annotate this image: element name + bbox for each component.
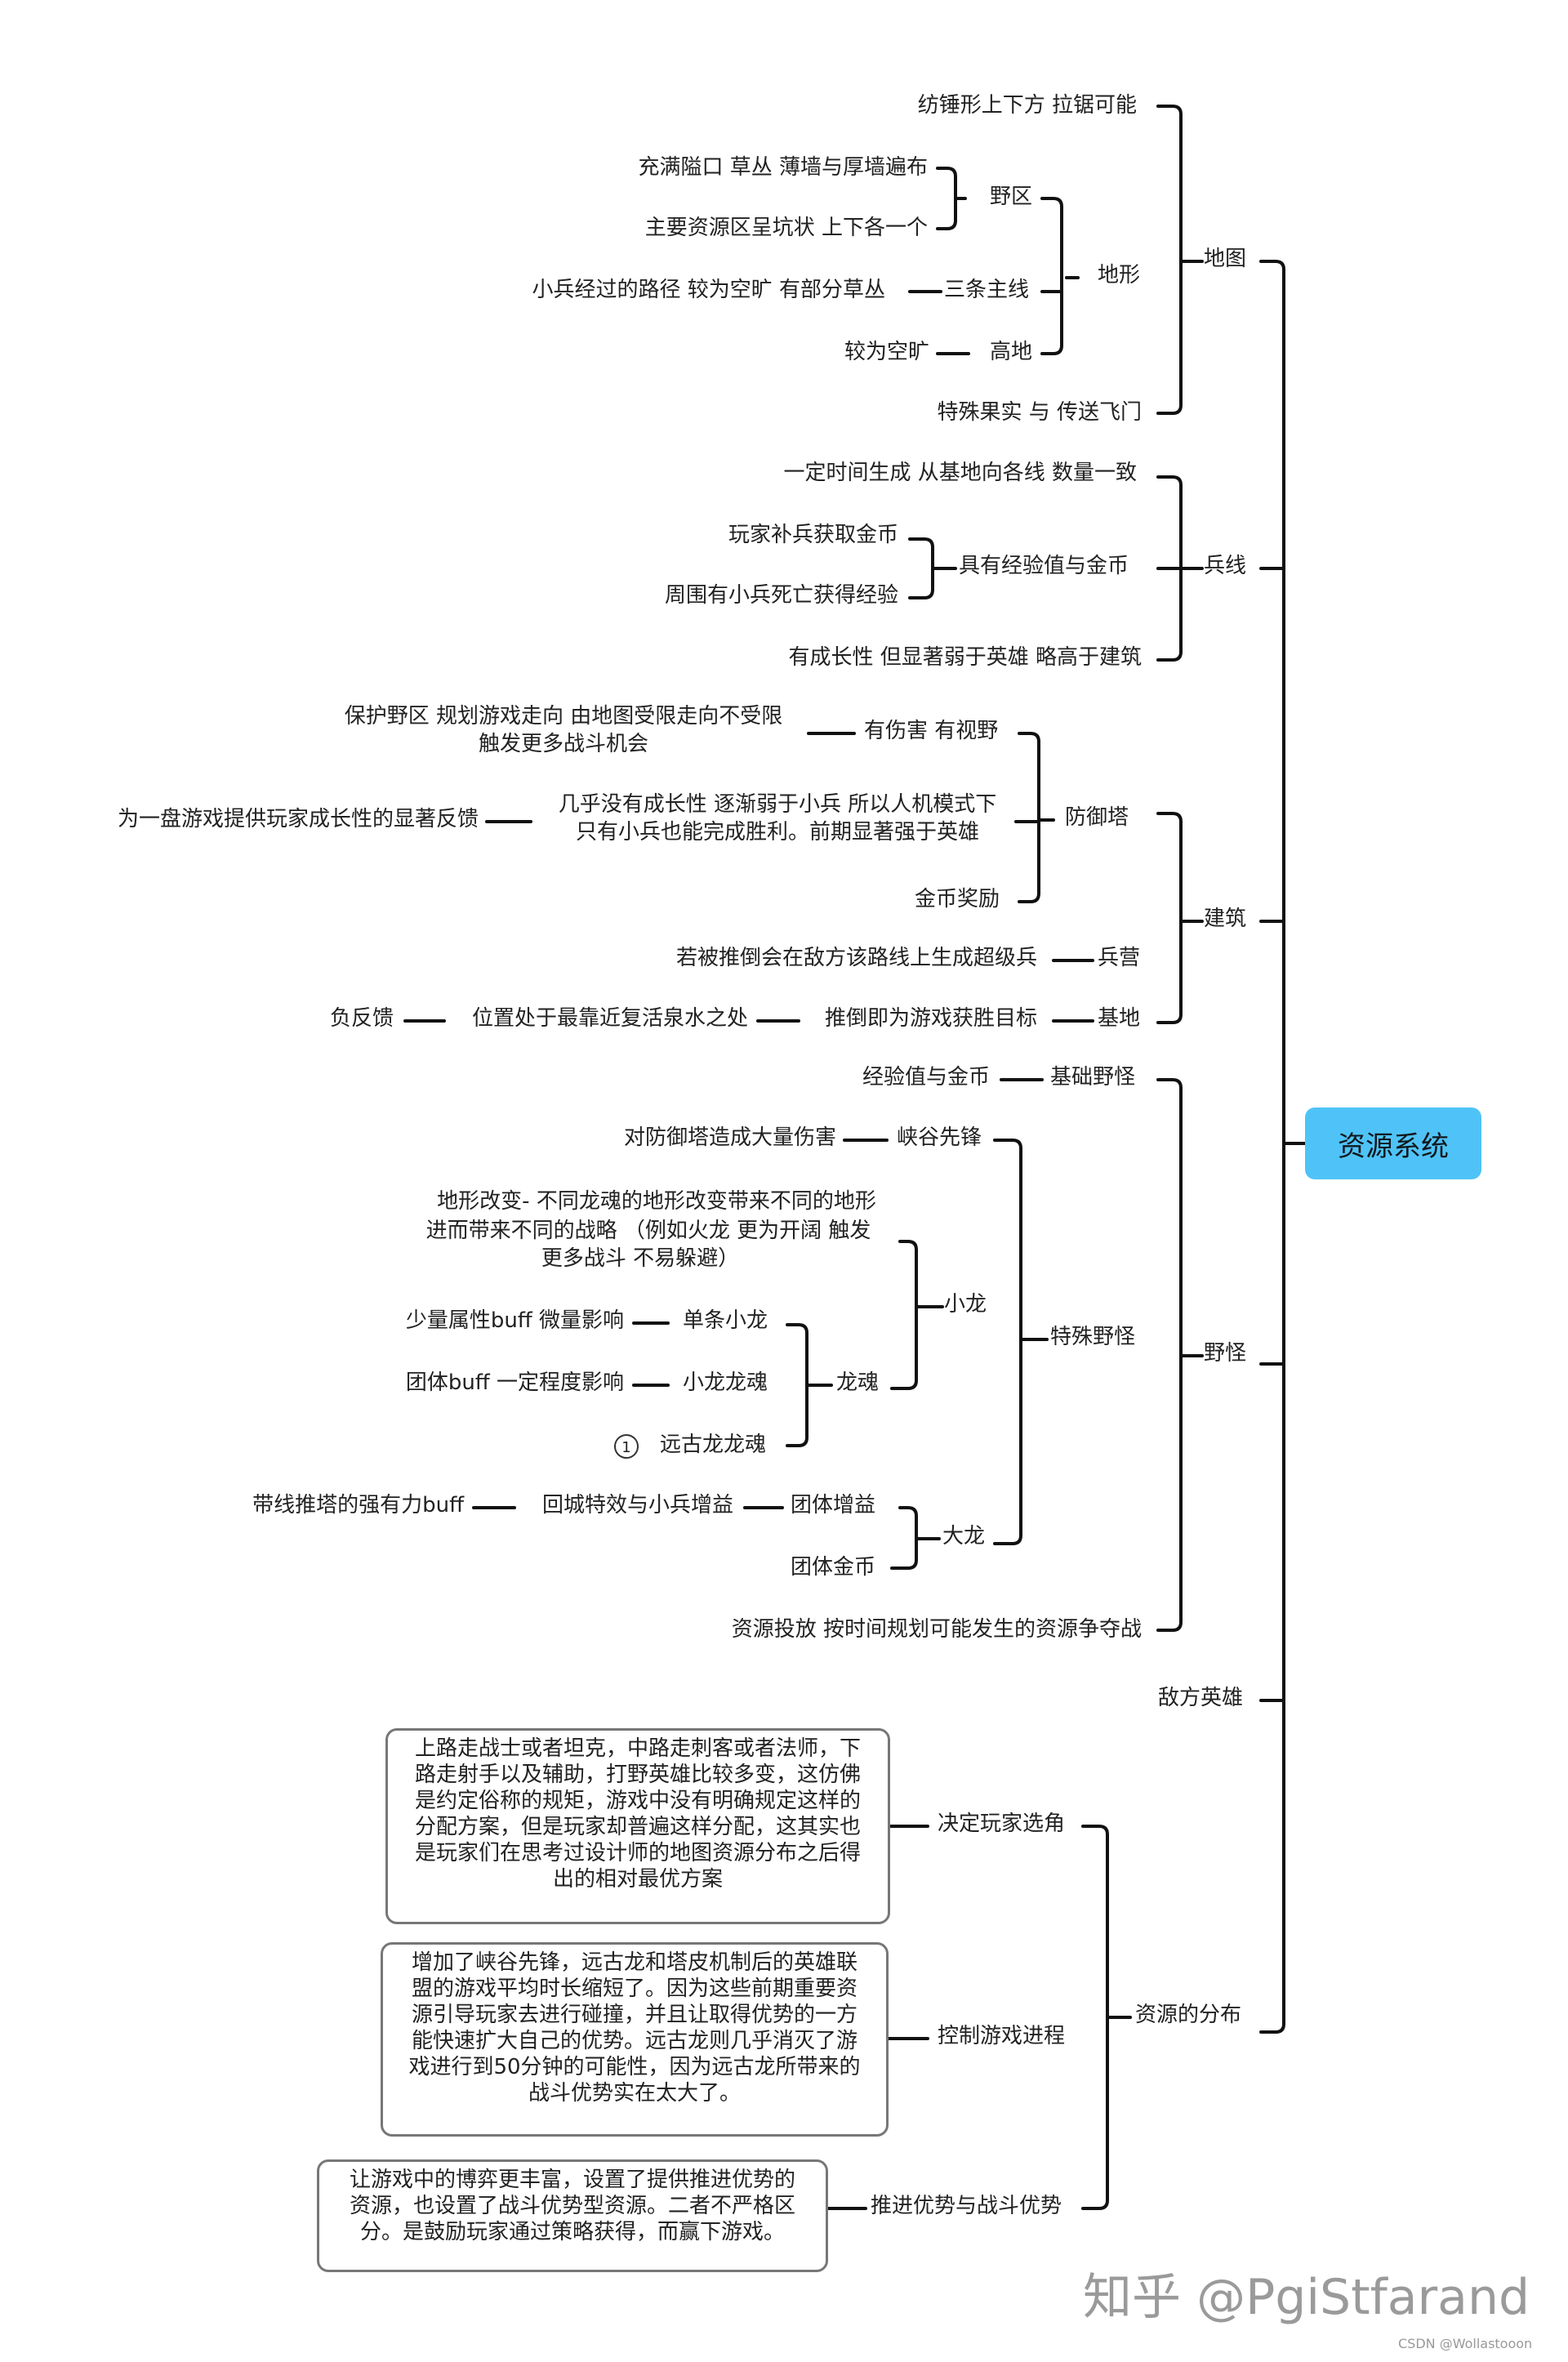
trunk-root bbox=[1259, 260, 1285, 2034]
pick-box-line: 路走射手以及辅助，打野英雄比较多变，这仿佛 bbox=[414, 1763, 861, 1787]
node-terrain[interactable]: 地形 bbox=[1098, 263, 1141, 287]
pace-box-line: 戏进行到50分钟的可能性，因为远古龙所带来的 bbox=[408, 2055, 861, 2079]
pick-box-line: 出的相对最优方案 bbox=[552, 1867, 723, 1892]
pace-box-line: 增加了峡谷先锋，远古龙和塔皮机制后的英雄联 bbox=[411, 1950, 858, 1975]
pick-box: 上路走战士或者坦克，中路走刺客或者法师，下 路走射手以及辅助，打野英雄比较多变，… bbox=[385, 1728, 890, 1924]
push-box: 让游戏中的博弈更丰富，设置了提供推进优势的 资源，也设置了战斗优势型资源。二者不… bbox=[317, 2159, 828, 2272]
exp-gold-detail-1[interactable]: 玩家补兵获取金币 bbox=[728, 523, 898, 547]
node-distribution[interactable]: 资源的分布 bbox=[1135, 2003, 1242, 2027]
monster-drop[interactable]: 资源投放 按时间规划可能发生的资源争夺战 bbox=[731, 1617, 1142, 1642]
terrain-bracket bbox=[1040, 197, 1063, 355]
node-pick[interactable]: 决定玩家选角 bbox=[938, 1812, 1066, 1836]
push-box-line: 分。是鼓励玩家通过策略获得，而赢下游戏。 bbox=[359, 2220, 785, 2244]
node-monster[interactable]: 野怪 bbox=[1204, 1341, 1247, 1366]
base-detail-3[interactable]: 负反馈 bbox=[329, 1006, 394, 1031]
tower-bracket bbox=[1018, 732, 1055, 903]
drake-terrain-2[interactable]: 进而带来不同的战略 （例如火龙 更为开阔 触发 bbox=[425, 1219, 871, 1243]
special-bracket bbox=[993, 1139, 1022, 1545]
pace-box-line: 源引导玩家去进行碰撞，并且让取得优势的一方 bbox=[411, 2003, 858, 2027]
soul-drake-detail[interactable]: 团体buff 一定程度影响 bbox=[405, 1370, 624, 1395]
push-box-line: 资源，也设置了战斗优势型资源。二者不严格区 bbox=[349, 2194, 795, 2218]
node-building[interactable]: 建筑 bbox=[1204, 907, 1247, 931]
node-team-gold[interactable]: 团体金币 bbox=[791, 1555, 876, 1580]
pace-box: 增加了峡谷先锋，远古龙和塔皮机制后的英雄联 盟的游戏平均时长缩短了。因为这些前期… bbox=[381, 1942, 889, 2137]
node-highland[interactable]: 高地 bbox=[990, 340, 1033, 364]
node-jungle[interactable]: 野区 bbox=[990, 185, 1033, 209]
jungle-detail-1[interactable]: 充满隘口 草丛 薄墙与厚墙遍布 bbox=[638, 155, 928, 180]
zhihu-watermark: 知乎 @PgiStfarand bbox=[1083, 2269, 1530, 2326]
jungle-bracket bbox=[936, 167, 967, 230]
node-exp-gold[interactable]: 具有经验值与金币 bbox=[959, 554, 1129, 578]
tower-gold[interactable]: 金币奖励 bbox=[914, 887, 1000, 911]
node-elder[interactable]: 远古龙龙魂 bbox=[660, 1433, 767, 1457]
csdn-watermark: CSDN @Wollastooon bbox=[1398, 2336, 1533, 2351]
node-base[interactable]: 基地 bbox=[1098, 1006, 1141, 1031]
drake-bracket bbox=[890, 1240, 944, 1390]
base-detail-2[interactable]: 位置处于最靠近复活泉水之处 bbox=[471, 1006, 748, 1031]
tower-growth-feedback[interactable]: 为一盘游戏提供玩家成长性的显著反馈 bbox=[117, 807, 479, 831]
tower-damage-detail-2[interactable]: 触发更多战斗机会 bbox=[478, 732, 649, 756]
node-herald[interactable]: 峡谷先锋 bbox=[897, 1125, 982, 1150]
pick-box-line: 分配方案，但是玩家却普遍这样分配，这其实也 bbox=[414, 1815, 861, 1839]
single-drake-detail[interactable]: 少量属性buff 微量影响 bbox=[405, 1308, 624, 1333]
node-single-drake[interactable]: 单条小龙 bbox=[683, 1308, 768, 1333]
pace-box-line: 能快速扩大自己的优势。远古龙则几乎消灭了游 bbox=[411, 2029, 858, 2053]
team-buff-detail-2[interactable]: 带线推塔的强有力buff bbox=[252, 1493, 464, 1517]
herald-detail[interactable]: 对防御塔造成大量伤害 bbox=[623, 1125, 836, 1150]
node-soul-drake[interactable]: 小龙龙魂 bbox=[683, 1370, 768, 1395]
push-box-line: 让游戏中的博弈更丰富，设置了提供推进优势的 bbox=[349, 2168, 795, 2192]
node-enemy-hero[interactable]: 敌方英雄 bbox=[1158, 1686, 1244, 1710]
dist-bracket bbox=[1081, 1825, 1109, 2210]
node-minion[interactable]: 兵线 bbox=[1204, 554, 1247, 578]
jungle-detail-2[interactable]: 主要资源区呈坑状 上下各一个 bbox=[644, 216, 928, 240]
minion-spawn[interactable]: 一定时间生成 从基地向各线 数量一致 bbox=[783, 461, 1137, 485]
tower-damage-vision[interactable]: 有伤害 有视野 bbox=[864, 719, 999, 743]
node-barracks[interactable]: 兵营 bbox=[1098, 946, 1141, 970]
building-bracket bbox=[1156, 812, 1183, 1024]
pace-box-line: 盟的游戏平均时长缩短了。因为这些前期重要资 bbox=[411, 1977, 858, 2001]
map-special[interactable]: 特殊果实 与 传送飞门 bbox=[937, 400, 1142, 425]
node-soul[interactable]: 龙魂 bbox=[836, 1370, 880, 1395]
node-baron[interactable]: 大龙 bbox=[942, 1524, 986, 1549]
node-basic-monster[interactable]: 基础野怪 bbox=[1050, 1065, 1136, 1090]
barracks-detail[interactable]: 若被推倒会在敌方该路线上生成超级兵 bbox=[675, 946, 1037, 970]
elder-badge-icon: 1 bbox=[614, 1434, 639, 1459]
node-drake[interactable]: 小龙 bbox=[944, 1292, 987, 1317]
node-push[interactable]: 推进优势与战斗优势 bbox=[871, 2194, 1062, 2218]
tower-growth-1[interactable]: 几乎没有成长性 逐渐弱于小兵 所以人机模式下 bbox=[558, 792, 997, 817]
trunk-branches bbox=[1259, 567, 1285, 1702]
exp-gold-detail-2[interactable]: 周围有小兵死亡获得经验 bbox=[664, 583, 898, 608]
minion-sub-bracket bbox=[908, 537, 957, 599]
node-lanes[interactable]: 三条主线 bbox=[944, 278, 1030, 302]
root-node[interactable]: 资源系统 bbox=[1305, 1107, 1481, 1179]
base-detail-1[interactable]: 推倒即为游戏获胜目标 bbox=[824, 1006, 1037, 1031]
basic-monster-detail[interactable]: 经验值与金币 bbox=[862, 1065, 990, 1090]
tower-growth-2[interactable]: 只有小兵也能完成胜利。前期显著强于英雄 bbox=[575, 820, 980, 845]
lanes-detail[interactable]: 小兵经过的路径 较为空旷 有部分草丛 bbox=[532, 278, 885, 302]
pick-box-line: 上路走战士或者坦克，中路走刺客或者法师，下 bbox=[414, 1736, 861, 1761]
node-map[interactable]: 地图 bbox=[1204, 247, 1247, 271]
map-bracket bbox=[1156, 105, 1183, 415]
node-tower[interactable]: 防御塔 bbox=[1065, 805, 1129, 830]
highland-detail[interactable]: 较为空旷 bbox=[844, 340, 929, 364]
soul-bracket bbox=[786, 1323, 833, 1447]
team-buff-detail-1[interactable]: 回城特效与小兵增益 bbox=[541, 1493, 733, 1517]
node-special-monster[interactable]: 特殊野怪 bbox=[1050, 1325, 1136, 1349]
pick-box-line: 是约定俗称的规矩，游戏中没有明确规定这样的 bbox=[414, 1789, 861, 1813]
pace-box-line: 战斗优势实在太大了。 bbox=[528, 2081, 741, 2106]
node-team-buff[interactable]: 团体增益 bbox=[791, 1493, 876, 1517]
tower-damage-detail-1[interactable]: 保护野区 规划游戏走向 由地图受限走向不受限 bbox=[344, 704, 783, 729]
pick-box-line: 是玩家们在思考过设计师的地图资源分布之后得 bbox=[414, 1841, 861, 1865]
drake-terrain-3[interactable]: 更多战斗 不易躲避） bbox=[541, 1246, 740, 1271]
drake-terrain-1[interactable]: 地形改变- 不同龙魂的地形改变带来不同的地形 bbox=[437, 1189, 876, 1214]
node-pace[interactable]: 控制游戏进程 bbox=[938, 2024, 1066, 2048]
minion-growth[interactable]: 有成长性 但显著弱于英雄 略高于建筑 bbox=[788, 645, 1142, 670]
monster-bracket bbox=[1156, 1078, 1183, 1632]
baron-bracket bbox=[890, 1506, 941, 1570]
map-spindle[interactable]: 纺锤形上下方 拉锯可能 bbox=[917, 93, 1137, 118]
